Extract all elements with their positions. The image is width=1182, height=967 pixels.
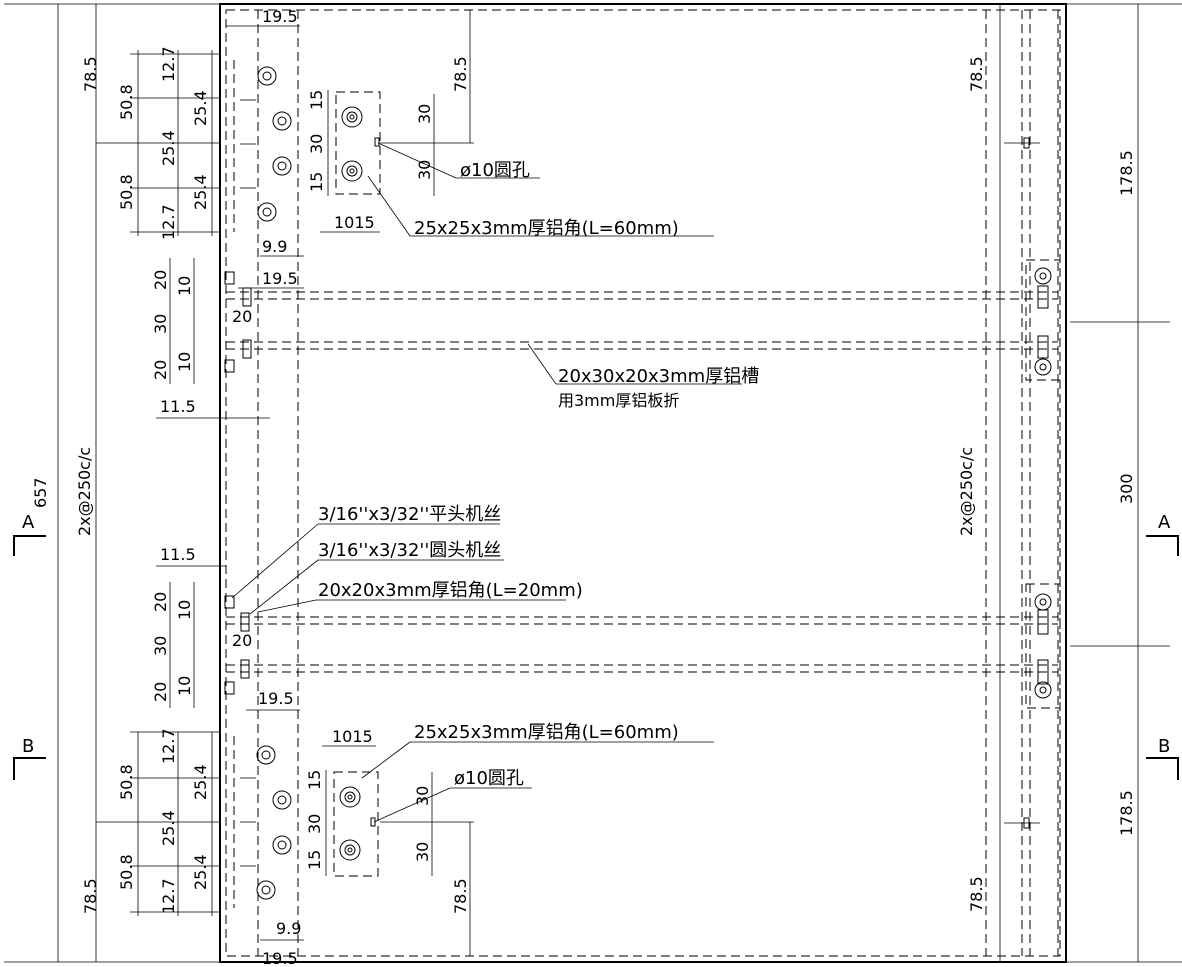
dim-bottom-edge-right: 78.5 [967,876,986,912]
note-hole-bottom: ø10圆孔 [454,768,524,789]
bolt-group-bottom-left [233,736,292,908]
note-angle-small: 20x20x3mm厚铝角(L=20mm) [318,580,583,601]
dim-bot-pitch-2: 50.8 [117,854,136,890]
dim-ch2-w20: 20 [232,631,252,650]
dim-top-9-9: 9.9 [262,237,287,256]
channel-1 [226,291,1058,350]
dim-bot-15-a: 15 [305,770,324,790]
dim-top-end-2: 12.7 [159,204,178,240]
dim-ch1-30: 30 [151,314,170,334]
dim-top-30-r2: 30 [415,160,434,180]
dim-bot-half-1: 25.4 [191,764,210,800]
dim-bot-edge-78-5: 78.5 [451,878,470,914]
dim-ch2-30: 30 [151,636,170,656]
dim-ch2-19-5: 19.5 [258,689,294,708]
dim-top-end-1: 12.7 [159,46,178,82]
dim-ch2-20-b: 20 [151,682,170,702]
dim-ch1-10-a: 10 [175,276,194,296]
dim-bot-9-9: 9.9 [276,919,301,938]
dim-bot-end-1: 12.7 [159,728,178,764]
dim-top-19-5-b: 19.5 [262,269,298,288]
dim-top-30-a: 30 [307,134,326,154]
note-channel-sub: 用3mm厚铝板折 [558,391,679,410]
dim-ch1-11-5: 11.5 [160,397,196,416]
dim-right-bot-seg: 178.5 [1117,790,1136,836]
dim-top-edge-78-5: 78.5 [451,56,470,92]
note-screw-round: 3/16''x3/32''圆头机丝 [318,540,501,561]
dim-ch1-10-b: 10 [175,352,194,372]
screws-left-channel-2 [224,595,250,695]
dim-top-half-3: 25.4 [191,174,210,210]
note-angle-bottom: 25x25x3mm厚铝角(L=60mm) [414,722,679,743]
dim-top-1015: 1015 [334,213,375,232]
dim-top-half-2: 25.4 [159,130,178,166]
dim-bot-30-r1: 30 [413,786,432,806]
dim-right-top-seg: 178.5 [1117,150,1136,196]
dim-top-pitch-2: 50.8 [117,174,136,210]
dim-ch1-w20: 20 [232,307,252,326]
dim-top-edge-left: 78.5 [81,56,100,92]
dim-top-edge-right: 78.5 [967,56,986,92]
dim-ch1-20-b: 20 [151,360,170,380]
panel-outline [219,3,1067,963]
note-hole-top: ø10圆孔 [460,160,530,181]
dim-top-15-a: 15 [307,90,326,110]
note-channel: 20x30x20x3mm厚铝槽 [558,366,759,387]
dimension-lines-left [4,3,270,963]
dim-ch2-10-a: 10 [175,600,194,620]
dim-bot-half-3: 25.4 [191,854,210,890]
dim-overall-657: 657 [31,477,50,508]
dim-ch2-20-a: 20 [151,592,170,612]
dim-bot-end-2: 12.7 [159,878,178,914]
dimension-lines-other [226,3,1182,963]
section-label-a-left: A [22,512,35,533]
bolt-group-top-left [233,60,292,232]
section-markers [13,535,1179,780]
angle-bracket-top [335,91,381,195]
dim-bot-19-5: 19.5 [262,949,298,967]
dim-ch2-10-b: 10 [175,676,194,696]
dim-top-19-5: 19.5 [262,7,298,26]
dim-bottom-edge-left: 78.5 [81,878,100,914]
dim-top-30-r1: 30 [415,104,434,124]
note-screw-flat: 3/16''x3/32''平头机丝 [318,504,501,525]
section-label-b-left: B [22,736,34,757]
right-small-holes [1004,137,1040,829]
dim-ch1-20-a: 20 [151,270,170,290]
dim-bot-half-2: 25.4 [159,810,178,846]
section-label-a-right: A [1158,512,1171,533]
dim-spacing-left: 2x@250c/c [75,447,94,536]
channel-2 [226,616,1058,673]
right-connector-2 [1025,583,1061,709]
dim-bot-30-a: 30 [305,814,324,834]
dim-right-mid-seg: 300 [1117,473,1136,504]
right-connector-1 [1025,259,1061,381]
dim-ch2-11-5: 11.5 [160,545,196,564]
section-label-b-right: B [1158,736,1170,757]
dim-top-half-1: 25.4 [191,90,210,126]
dim-top-15-b: 15 [307,172,326,192]
dim-spacing-right: 2x@250c/c [957,447,976,536]
angle-bracket-bottom [333,771,379,877]
dim-top-pitch-1: 50.8 [117,84,136,120]
dim-bot-pitch-1: 50.8 [117,764,136,800]
note-angle-top: 25x25x3mm厚铝角(L=60mm) [414,218,679,239]
dim-bot-15-b: 15 [305,850,324,870]
dim-bot-1015: 1015 [332,727,373,746]
leader-lines [231,142,742,823]
dim-bot-30-r2: 30 [413,842,432,862]
